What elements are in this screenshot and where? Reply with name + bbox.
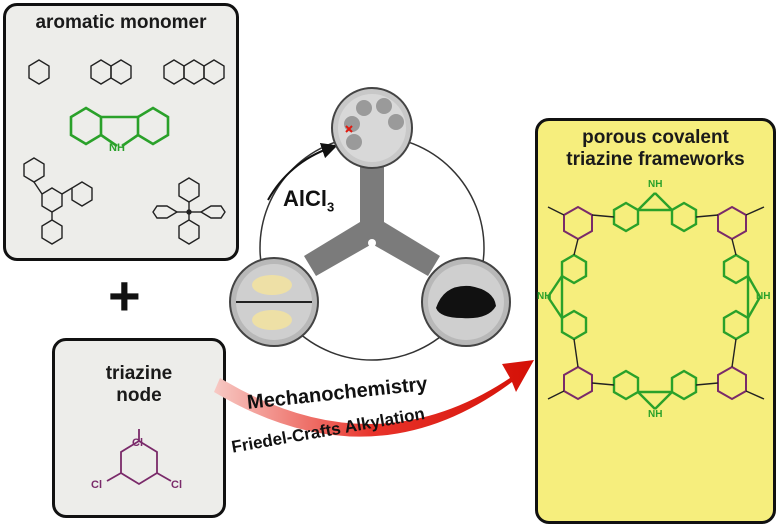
mill-center-hole bbox=[368, 239, 376, 247]
nh-label-bottom: NH bbox=[648, 409, 663, 420]
milling-jar-reactants bbox=[229, 257, 319, 347]
plus-sign: + bbox=[108, 264, 141, 327]
triazine-title-line2: node bbox=[116, 384, 162, 406]
cl-label-top: Cl bbox=[132, 437, 143, 449]
milling-jar-product bbox=[421, 257, 511, 347]
mechanochemistry-arrow bbox=[214, 360, 534, 437]
triazine-title-line1: triazine bbox=[105, 363, 173, 384]
framework-title: porous covalent triazine frameworks bbox=[538, 127, 773, 171]
benzene-structure bbox=[28, 59, 50, 85]
tetraphenylmethane-structure bbox=[152, 177, 226, 245]
framework-bonds bbox=[547, 206, 765, 400]
aromatic-monomer-panel: aromatic monomer bbox=[3, 3, 239, 261]
cl-label-left: Cl bbox=[91, 479, 102, 491]
nh-label-left: NH bbox=[537, 291, 552, 302]
catalyst-label: AlCl3 bbox=[283, 186, 334, 214]
framework-structure bbox=[547, 192, 765, 410]
catalyst-subscript: 3 bbox=[327, 199, 335, 215]
monomer-structures bbox=[23, 59, 226, 245]
nh-label-top: NH bbox=[648, 179, 663, 190]
cl-label-right: Cl bbox=[171, 479, 182, 491]
milling-jar-top bbox=[331, 87, 413, 169]
triphenylbenzene-structure bbox=[23, 157, 93, 245]
carbazole-linkers bbox=[547, 192, 762, 410]
catalyst-main: AlCl bbox=[283, 186, 327, 211]
naphthalene-structure bbox=[90, 59, 132, 85]
mill-arms bbox=[304, 160, 440, 276]
nh-label-right: NH bbox=[756, 291, 771, 302]
triazine-nodes bbox=[563, 205, 747, 401]
triazine-node-panel: triazine node Cl Cl Cl bbox=[52, 338, 226, 518]
triazine-node-title: triazine node bbox=[55, 363, 223, 407]
covalent-triazine-framework-panel: porous covalent triazine frameworks bbox=[535, 118, 776, 524]
anthracene-structure bbox=[163, 59, 225, 85]
framework-title-line1: porous covalent bbox=[582, 127, 729, 148]
cycle-arrow bbox=[267, 143, 338, 201]
aromatic-monomer-title: aromatic monomer bbox=[35, 12, 207, 33]
carbazole-nh-label: NH bbox=[109, 142, 125, 154]
cyanuric-chloride-structure bbox=[106, 429, 172, 486]
carbazole-structure bbox=[69, 106, 170, 148]
framework-title-line2: triazine frameworks bbox=[566, 148, 745, 170]
